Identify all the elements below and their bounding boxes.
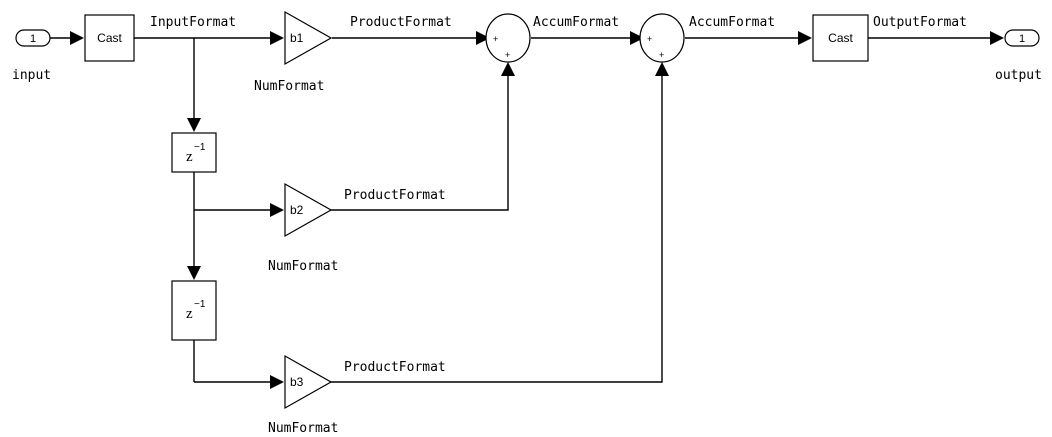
label-product-format-2: ProductFormat — [344, 188, 446, 203]
sum-block-2-shape — [639, 13, 685, 63]
label-accum-format-2: AccumFormat — [689, 15, 775, 30]
output-port[interactable]: 1 — [1004, 29, 1040, 47]
cast-block-input[interactable]: Cast — [84, 14, 135, 62]
arrow-into-sum2 — [630, 31, 644, 45]
cast-block-output-label: Cast — [828, 31, 853, 45]
cast-block-input-label: Cast — [97, 31, 122, 45]
delay-block-2-exponent: −1 — [194, 299, 206, 310]
output-port-number: 1 — [1019, 33, 1025, 45]
cast-block-input-box — [84, 14, 135, 62]
delay-block-1-z: z — [186, 149, 193, 165]
arrow-into-b3 — [270, 375, 284, 389]
sum-block-2[interactable]: + + — [639, 13, 685, 63]
input-port-number: 1 — [30, 33, 36, 45]
delay-block-2[interactable]: z −1 — [171, 280, 217, 341]
gain-block-b3-shape — [284, 354, 333, 410]
arrow-into-delay2 — [187, 266, 201, 280]
signal-wires — [50, 37, 992, 383]
label-input-format: InputFormat — [150, 15, 236, 30]
arrow-into-sum1-bottom — [501, 62, 515, 76]
label-product-format-3: ProductFormat — [344, 360, 446, 375]
gain-block-b1[interactable]: b1 — [284, 10, 333, 66]
wire-b2-to-sum1 — [330, 76, 509, 211]
arrow-into-delay1 — [187, 118, 201, 132]
delay-block-1-box — [171, 132, 217, 173]
label-num-format-2: NumFormat — [268, 259, 338, 274]
input-port-label: input — [12, 68, 51, 83]
sum-block-1-sign-bottom: + — [505, 50, 510, 60]
gain-block-b1-label: b1 — [290, 31, 304, 45]
arrowheads — [70, 31, 1004, 389]
arrow-into-output — [990, 31, 1004, 45]
output-port-label: output — [995, 68, 1042, 83]
gain-block-b2[interactable]: b2 — [284, 182, 333, 238]
arrow-into-b2 — [270, 203, 284, 217]
input-port[interactable]: 1 — [15, 29, 51, 47]
delay-block-1[interactable]: z −1 — [171, 132, 217, 173]
arrow-into-b1 — [270, 31, 284, 45]
label-product-format-1: ProductFormat — [350, 15, 452, 30]
input-port-shape — [15, 29, 51, 47]
sum-block-2-sign-bottom: + — [659, 50, 664, 60]
label-num-format-3: NumFormat — [268, 421, 338, 436]
sum-block-2-sign-left: + — [647, 34, 652, 44]
arrow-into-cast-in — [70, 31, 84, 45]
label-num-format-1: NumFormat — [254, 79, 324, 94]
gain-block-b3-label: b3 — [290, 375, 304, 389]
delay-block-2-box — [171, 280, 217, 341]
arrow-into-sum2-bottom — [655, 62, 669, 76]
cast-block-output-box — [812, 14, 869, 62]
arrow-into-sum1 — [476, 31, 490, 45]
sum-block-1-shape — [485, 13, 531, 63]
cast-block-output[interactable]: Cast — [812, 14, 869, 62]
output-port-shape — [1004, 29, 1040, 47]
wire-b3-to-sum2 — [330, 76, 663, 383]
delay-block-1-exponent: −1 — [194, 142, 206, 153]
gain-block-b2-shape — [284, 182, 333, 238]
signal-labels: InputFormat ProductFormat AccumFormat Ac… — [150, 15, 967, 436]
label-accum-format-1: AccumFormat — [533, 15, 619, 30]
gain-block-b1-shape — [284, 10, 333, 66]
sum-block-1-sign-left: + — [493, 34, 498, 44]
label-output-format: OutputFormat — [873, 15, 967, 30]
arrow-into-cast-out — [798, 31, 812, 45]
gain-block-b2-label: b2 — [290, 203, 304, 217]
sum-block-1[interactable]: + + — [485, 13, 531, 63]
delay-block-2-z: z — [186, 306, 193, 322]
gain-block-b3[interactable]: b3 — [284, 354, 333, 410]
